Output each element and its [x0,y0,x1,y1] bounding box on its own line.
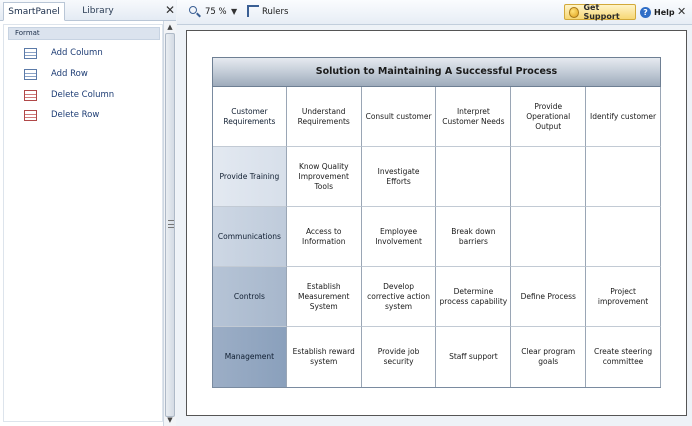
matrix-cell[interactable]: Define Process [511,267,587,327]
add-row-icon [24,68,37,80]
smart-panel: SmartPanel Library ✕ Format Add Column A… [0,0,176,426]
delete-column-button[interactable]: Delete Column [24,88,154,102]
matrix-cell[interactable]: Understand Requirements [286,87,362,147]
scrollbar-grip-icon [168,220,174,228]
support-globe-icon [569,6,580,18]
panel-scrollbar[interactable]: ▲ ▼ [163,21,176,426]
matrix-cell[interactable]: Establish Measurement System [286,267,362,327]
matrix-cell[interactable]: Determine process capability [436,267,512,327]
row-header[interactable]: Provide Training [213,147,287,207]
row-header[interactable]: Communications [213,207,287,267]
rulers-icon[interactable] [247,5,259,17]
matrix-cell[interactable]: Develop corrective action system [361,267,437,327]
format-section-header: Format [8,27,160,40]
help-icon: ? [640,6,651,18]
get-support-label: Get Support [583,3,620,21]
add-row-button[interactable]: Add Row [24,67,154,81]
zoom-magnifier-icon[interactable] [189,6,201,18]
delete-row-label: Delete Row [51,110,100,120]
matrix-cell[interactable] [511,207,587,267]
matrix-cell[interactable]: Know Quality Improvement Tools [286,147,362,207]
panel-close-icon[interactable]: ✕ [164,3,176,17]
matrix-cell[interactable] [511,147,587,207]
matrix-cell[interactable]: Establish reward system [287,327,362,387]
matrix-cell[interactable] [436,147,512,207]
matrix-cell[interactable]: Create steering committee [586,327,661,387]
delete-column-label: Delete Column [51,90,115,100]
matrix-cell[interactable]: Identify customer [586,87,661,147]
matrix-title[interactable]: Solution to Maintaining A Successful Pro… [212,57,661,87]
scroll-down-arrow-icon[interactable]: ▼ [167,416,173,424]
process-matrix[interactable]: Solution to Maintaining A Successful Pro… [212,57,661,388]
matrix-cell[interactable] [586,207,661,267]
matrix-row: Communications Access to Information Emp… [213,207,661,267]
matrix-cell[interactable]: Provide Operational Output [511,87,587,147]
add-row-label: Add Row [51,69,88,79]
matrix-row: Controls Establish Measurement System De… [213,267,661,327]
row-header[interactable]: Customer Requirements [213,87,287,147]
matrix-cell[interactable] [586,147,661,207]
matrix-row: Provide Training Know Quality Improvemen… [213,147,661,207]
matrix-grid: Customer Requirements Understand Require… [212,87,661,388]
toolbar: 75 % ▼ Rulers Get Support ? Help ✕ [177,0,692,25]
matrix-row: Management Establish reward system Provi… [213,327,661,387]
matrix-cell[interactable]: Access to Information [286,207,362,267]
scroll-up-arrow-icon[interactable]: ▲ [167,23,173,31]
panel-tabs: SmartPanel Library ✕ [0,0,176,21]
toolbar-close-icon[interactable]: ✕ [677,5,687,18]
matrix-cell[interactable]: Clear program goals [511,327,587,387]
row-header[interactable]: Controls [213,267,287,327]
add-column-button[interactable]: Add Column [24,46,154,60]
matrix-cell[interactable]: Employee Involvement [361,207,437,267]
panel-content [3,24,163,422]
matrix-cell[interactable]: Project improvement [586,267,661,327]
delete-row-button[interactable]: Delete Row [24,108,154,122]
matrix-cell[interactable]: Staff support [436,327,512,387]
delete-column-icon [24,89,37,101]
matrix-row: Customer Requirements Understand Require… [213,87,661,147]
get-support-button[interactable]: Get Support [564,3,636,21]
help-button[interactable]: ? Help [640,5,675,19]
delete-row-icon [24,109,37,121]
document-canvas[interactable]: Solution to Maintaining A Successful Pro… [186,30,687,416]
matrix-cell[interactable]: Consult customer [361,87,437,147]
matrix-cell[interactable]: Break down barriers [436,207,512,267]
scrollbar-thumb[interactable] [165,33,175,417]
matrix-cell[interactable]: Provide job security [362,327,437,387]
rulers-button[interactable]: Rulers [262,7,289,17]
matrix-cell[interactable]: Interpret Customer Needs [436,87,512,147]
add-column-icon [24,47,37,59]
tab-library[interactable]: Library [82,6,114,16]
tab-smartpanel[interactable]: SmartPanel [3,2,65,21]
zoom-level[interactable]: 75 % [205,7,227,17]
matrix-cell[interactable]: Investigate Efforts [361,147,437,207]
help-label: Help [654,7,675,17]
zoom-dropdown-icon[interactable]: ▼ [231,7,238,16]
row-header[interactable]: Management [213,327,287,387]
add-column-label: Add Column [51,48,103,58]
